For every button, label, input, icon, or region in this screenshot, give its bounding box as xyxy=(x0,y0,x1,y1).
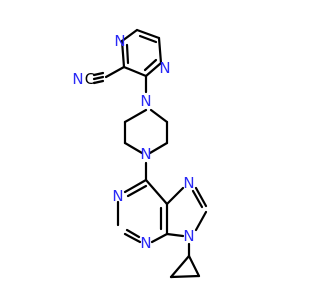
bond xyxy=(191,189,204,209)
bond xyxy=(143,58,158,72)
bond xyxy=(120,39,126,69)
bond xyxy=(165,186,185,206)
structure-drawing: N N N C N N N N N N xyxy=(72,28,208,279)
atom-n-purine-9: N xyxy=(183,227,194,245)
bond xyxy=(120,28,139,43)
molecule-diagram: N N N C N N N N N N xyxy=(72,28,208,279)
bond xyxy=(92,79,105,85)
bond xyxy=(123,141,144,155)
bond xyxy=(104,65,126,79)
bond xyxy=(194,210,208,232)
bond xyxy=(123,108,148,124)
bond xyxy=(169,274,201,279)
atom-n-purine-3: N xyxy=(140,234,151,252)
bond xyxy=(138,34,158,44)
bond xyxy=(123,178,148,194)
bond xyxy=(92,75,105,81)
atom-c-nitrile: C xyxy=(85,70,95,88)
atom-n-piperazine-bottom: N xyxy=(140,145,151,163)
bond xyxy=(187,254,201,278)
bond xyxy=(92,71,105,77)
bond xyxy=(144,61,163,78)
bond xyxy=(148,141,169,155)
piperazine-ring xyxy=(123,108,169,155)
bond xyxy=(169,254,191,279)
atom-n-pyrazine-top: N xyxy=(114,32,125,50)
bond xyxy=(135,28,161,40)
bond xyxy=(194,186,208,208)
bond xyxy=(149,108,169,124)
atom-n-pyrazine-bottom: N xyxy=(159,59,170,77)
atom-n-piperazine-top: N xyxy=(140,92,151,110)
atom-n-nitrile: N xyxy=(72,70,83,88)
atom-n-purine-7: N xyxy=(183,174,194,192)
atom-labels: N N N C N N N N N N xyxy=(72,32,194,252)
cyclopropyl-group xyxy=(169,242,201,279)
bond xyxy=(165,232,185,238)
bond xyxy=(123,232,142,244)
imidazole-ring xyxy=(165,186,208,238)
bond xyxy=(125,43,130,65)
bond xyxy=(125,228,141,239)
bond xyxy=(157,36,163,65)
bond xyxy=(122,65,148,78)
pyrazine-ring xyxy=(120,28,163,78)
bond xyxy=(126,184,148,198)
bond xyxy=(144,178,169,206)
bond xyxy=(150,232,169,244)
nitrile-group xyxy=(92,65,126,85)
atom-n-purine-1: N xyxy=(112,187,123,205)
purine-ring xyxy=(116,178,169,244)
